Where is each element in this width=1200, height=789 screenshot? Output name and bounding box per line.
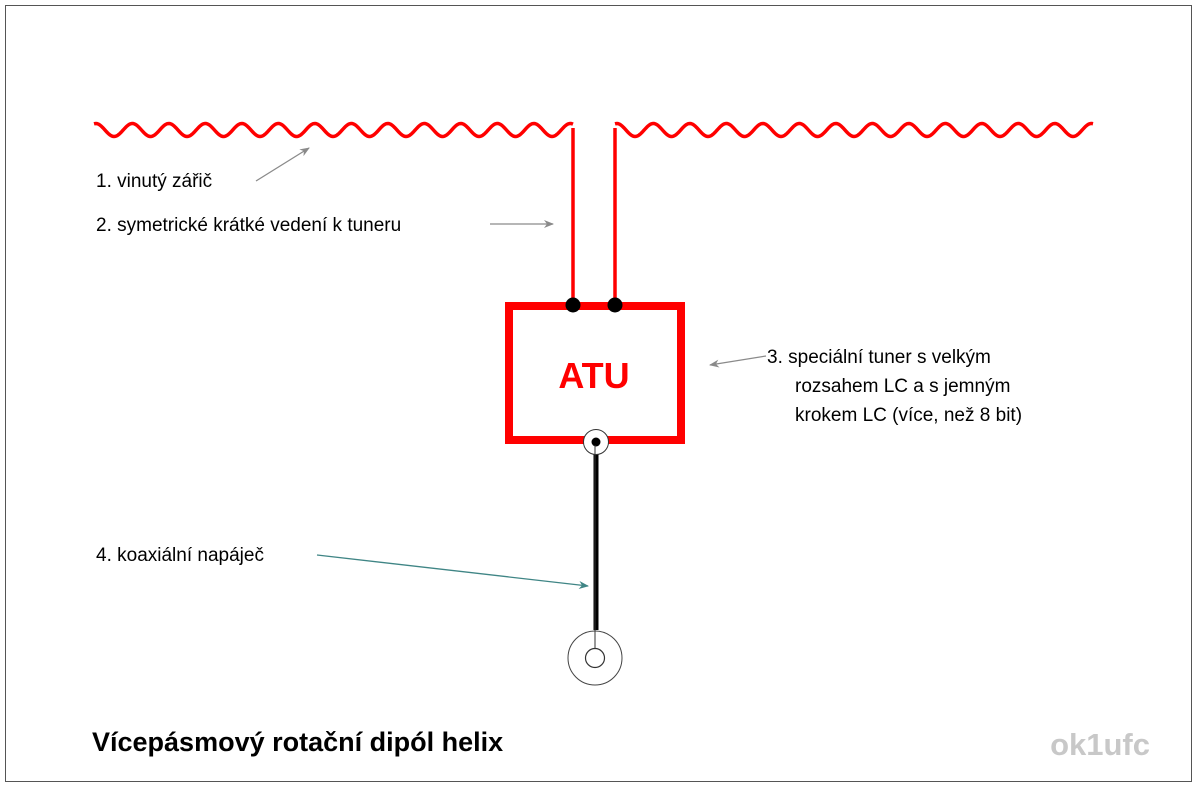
terminal-dot-left (565, 297, 581, 313)
label-tuner-3: krokem LC (více, než 8 bit) (795, 405, 1022, 426)
label-coax: 4. koaxiální napáječ (96, 545, 264, 566)
terminal-dot-right (607, 297, 623, 313)
coax-end-inner (584, 647, 606, 669)
diagram-title: Vícepásmový rotační dipól helix (92, 727, 503, 757)
atu-label: ATU (558, 355, 629, 396)
diagram-frame (5, 5, 1192, 782)
arrow-coax (316, 554, 589, 589)
atu-box (505, 302, 685, 444)
author-signature: ok1ufc (1050, 727, 1150, 762)
arrow-tuner (709, 355, 767, 368)
helix-radiator-left (93, 121, 574, 139)
label-radiator: 1. vinutý zářič (96, 171, 212, 192)
label-tuner-1: 3. speciální tuner s velkým (767, 347, 991, 368)
helix-radiator-right (614, 121, 1094, 139)
coax-connector-pin (591, 437, 601, 447)
label-tuner-2: rozsahem LC a s jemným (795, 376, 1010, 397)
arrow-radiator (255, 147, 310, 182)
label-feedline: 2. symetrické krátké vedení k tuneru (96, 215, 401, 236)
